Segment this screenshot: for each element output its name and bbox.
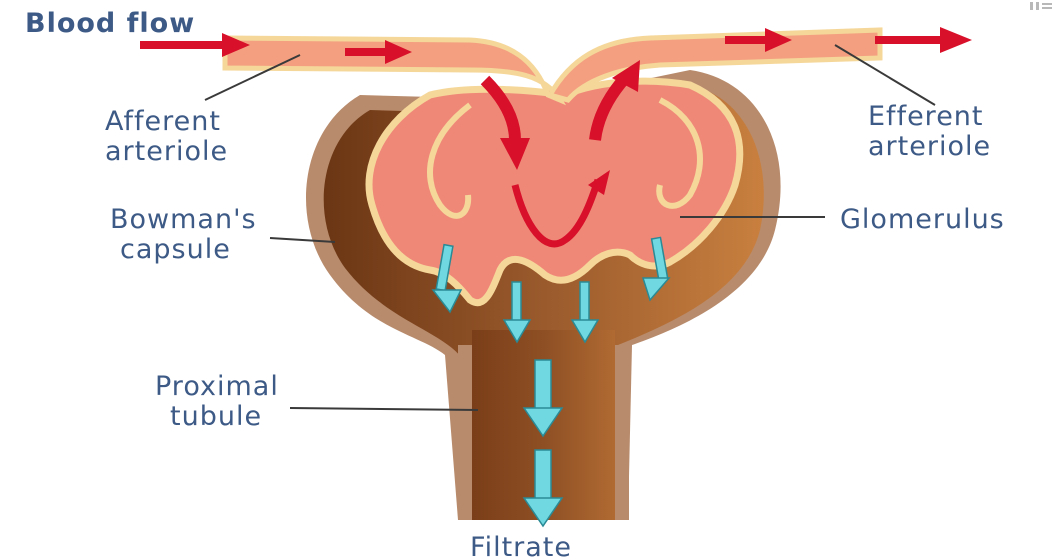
label-bowman-line2: capsule: [120, 234, 231, 265]
label-proximal-line1: Proximal: [155, 371, 279, 402]
leader-efferent: [835, 45, 935, 105]
tubule-wall-left: [458, 345, 472, 520]
label-filtrate: Filtrate: [470, 532, 572, 559]
blood-arrow-outflow: [875, 27, 972, 53]
label-afferent-line1: Afferent: [105, 106, 221, 137]
label-proximal-line2: tubule: [170, 401, 262, 432]
tubule-wall-right: [615, 345, 629, 520]
label-blood-flow: Blood flow: [25, 8, 195, 39]
label-efferent-line1: Efferent: [868, 101, 984, 132]
label-bowman-line1: Bowman's: [110, 204, 257, 235]
label-afferent-line2: arteriole: [105, 136, 228, 167]
label-glomerulus: Glomerulus: [840, 204, 1005, 235]
label-efferent-line2: arteriole: [868, 131, 991, 162]
corner-menu-icon: [1030, 2, 1052, 10]
